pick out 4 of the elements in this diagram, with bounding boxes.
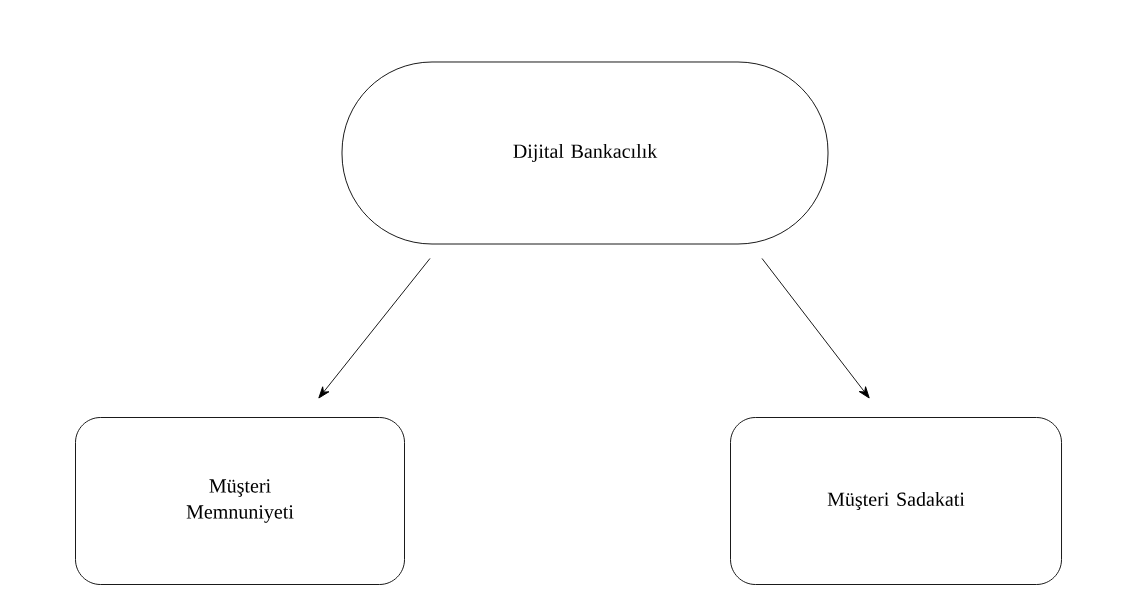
rounded-box: Müşteri Memnuniyeti — [75, 417, 405, 585]
rounded-box: Müşteri Sadakati — [730, 417, 1062, 585]
arrow — [318, 258, 431, 399]
arrow — [761, 258, 870, 399]
